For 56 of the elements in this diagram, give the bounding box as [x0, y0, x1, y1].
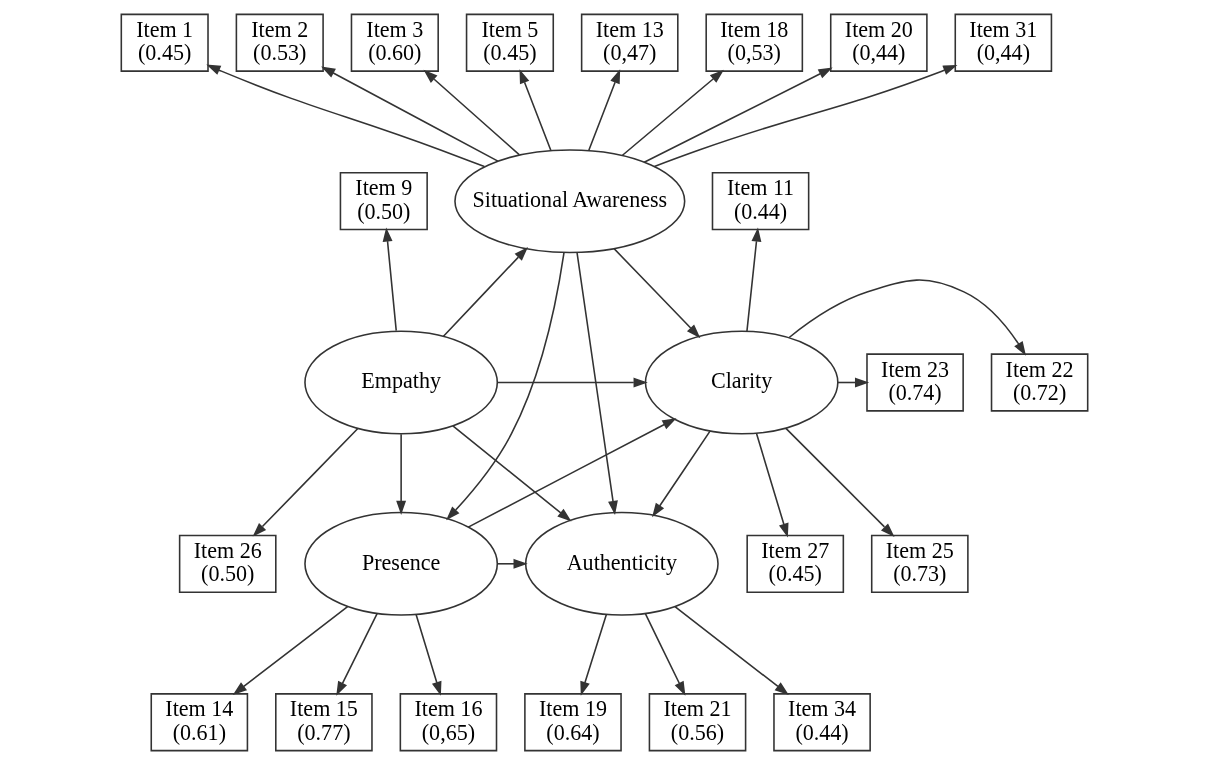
arrow [335, 612, 378, 696]
arrow [496, 558, 528, 569]
arrow [784, 427, 895, 537]
node-ellipse: Presence [303, 511, 498, 616]
node-ellipse: Clarity [644, 330, 839, 435]
node-box: Item 14 (0.61) [149, 693, 248, 752]
arrow [755, 432, 788, 538]
arrow [423, 69, 520, 156]
node-box: Item 13 (0,47) [580, 13, 679, 72]
arrow [745, 227, 761, 333]
node-box: Item 23 (0.74) [865, 353, 964, 412]
node-box: Item 27 (0.45) [745, 534, 844, 593]
arrow [467, 418, 676, 528]
node-box: Item 34 (0.44) [772, 693, 871, 752]
arrow [612, 247, 700, 339]
node-box: Item 20 (0,44) [829, 13, 928, 72]
arrow [320, 66, 499, 162]
arrow [651, 430, 711, 518]
arrow [441, 246, 528, 338]
node-box: Item 22 (0.72) [990, 353, 1088, 412]
node-box: Item 9 (0.50) [339, 172, 428, 231]
arrow [621, 69, 724, 157]
arrow [644, 612, 685, 696]
node-ellipse: Empathy [303, 330, 498, 435]
node-box: Item 19 (0.64) [523, 693, 622, 752]
node-box: Item 3 (0.60) [350, 13, 439, 72]
node-box: Item 15 (0.77) [274, 693, 373, 752]
arrow [673, 605, 789, 695]
arrow [642, 67, 833, 163]
node-ellipse: Situational Awareness [453, 149, 685, 254]
node-box: Item 5 (0.45) [465, 13, 554, 72]
arrow [395, 433, 406, 515]
node-box: Item 31 (0,44) [954, 13, 1052, 72]
node-box: Item 16 (0,65) [399, 693, 497, 752]
arrow [787, 279, 1026, 356]
node-box: Item 26 (0.50) [178, 534, 277, 593]
arrow [496, 377, 648, 388]
node-box: Item 18 (0,53) [704, 13, 803, 72]
arrow [414, 613, 441, 696]
node-box: Item 1 (0.45) [120, 13, 209, 72]
arrow [252, 427, 359, 537]
node-box: Item 25 (0.73) [870, 534, 969, 593]
arrow [451, 425, 572, 522]
node-box: Item 21 (0.56) [648, 693, 746, 752]
arrow [575, 251, 618, 516]
node-box: Item 11 (0.44) [711, 172, 809, 231]
node-ellipse: Authenticity [524, 511, 719, 616]
arrow [232, 605, 348, 695]
arrow [445, 251, 565, 521]
arrow [579, 613, 607, 696]
arrow [519, 69, 552, 152]
node-box: Item 2 (0.53) [235, 13, 324, 72]
arrow [382, 227, 397, 332]
arrow [205, 64, 485, 168]
arrow [653, 64, 957, 168]
arrow [587, 69, 620, 152]
